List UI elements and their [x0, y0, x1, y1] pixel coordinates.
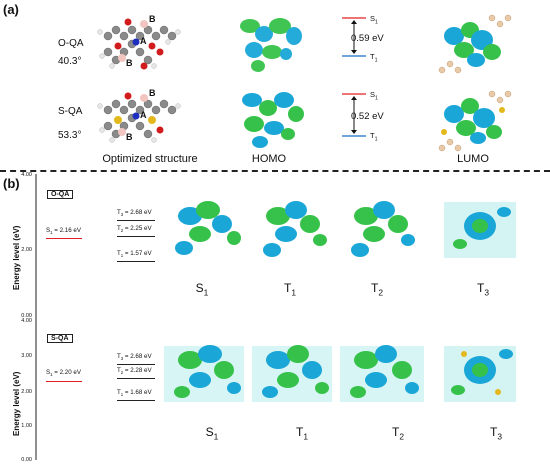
plot1-t1-orbital	[263, 201, 327, 257]
s-qa-lumo-orbital	[438, 90, 512, 152]
plot1-s1-value: S1 = 2.16 eV	[46, 227, 81, 236]
plot2-ytick-000: 0.00	[21, 457, 32, 463]
plot1-tag: O-QA	[47, 190, 74, 199]
plot1-t3-line	[117, 220, 155, 221]
plot2-t2-line	[117, 378, 155, 379]
plot1-t1-line	[117, 261, 155, 262]
section-divider	[0, 170, 550, 172]
o-qa-structure: B A B	[97, 14, 181, 70]
o-qa-s1-label: S1	[370, 14, 378, 26]
s-qa-atom-b2: B	[126, 132, 133, 142]
plot2-s1-orbital	[164, 345, 244, 402]
plot1-state-t3: T3	[476, 281, 489, 298]
o-qa-atom-b1: B	[149, 14, 156, 24]
plot1-t2-value: T2 = 2.25 eV	[117, 225, 152, 234]
s-qa-angle: 53.3°	[58, 130, 82, 141]
plot1-s1-line	[46, 238, 82, 239]
s-qa-t1-label: T1	[370, 131, 378, 143]
plot2-state-t2: T2	[391, 425, 404, 442]
o-qa-label: O-QA	[58, 38, 84, 49]
plot2-s1-value: S1 = 2.20 eV	[46, 369, 81, 378]
plot2-tag: S-QA	[47, 334, 73, 343]
panel-b-label: (b)	[3, 176, 20, 191]
plot2-ytick-100: 1.00	[21, 423, 32, 429]
plot1-transition-orbitals	[175, 201, 516, 258]
s-qa-gap-value: 0.52 eV	[351, 111, 384, 122]
plot2-state-t1: T1	[295, 425, 308, 442]
plot1-s1-orbital	[175, 201, 241, 255]
o-qa-gap-value: 0.59 eV	[351, 33, 384, 44]
plot2-t3-line	[117, 364, 155, 365]
plot2-ytick-300: 3.00	[21, 353, 32, 359]
s-qa-structure: B A B	[97, 88, 181, 143]
caption-lumo: LUMO	[457, 153, 489, 165]
s-qa-atom-b1: B	[149, 88, 156, 98]
plot2-ytick-400: 4.00	[21, 318, 32, 324]
s-qa-atom-a: A	[140, 110, 147, 120]
o-qa-angle: 40.3°	[58, 56, 82, 67]
o-qa-atom-a: A	[140, 36, 147, 46]
o-qa-t1-label: T1	[370, 52, 378, 64]
plot2-t3-orbital	[444, 346, 516, 402]
s-qa-label: S-QA	[58, 106, 83, 117]
o-qa-homo-orbital	[240, 18, 302, 72]
plot1-t3-value: T3 = 2.68 eV	[117, 209, 152, 218]
plot1-state-t2: T2	[370, 281, 383, 298]
s-qa-energy-levels	[342, 93, 366, 137]
caption-homo: HOMO	[251, 153, 287, 165]
plot1-t3-orbital	[444, 202, 516, 258]
plot2-ytick-200: 2.00	[21, 389, 32, 395]
plot2-t1-line	[117, 400, 155, 401]
plot2-t1-orbital	[252, 345, 332, 402]
plot2-t3-value: T3 = 2.68 eV	[117, 353, 152, 362]
plot1-ylabel: Energy level (eV)	[12, 225, 21, 290]
plot1-t2-orbital	[351, 201, 415, 257]
plot1-ytick-200: 2.00	[21, 247, 32, 253]
s-qa-homo-orbital	[242, 92, 304, 148]
plot2-t2-orbital	[340, 345, 424, 402]
plot2-transition-orbitals	[164, 345, 516, 402]
o-qa-lumo-orbital	[438, 14, 512, 74]
plot2-s1-line	[46, 381, 82, 382]
plot1-state-s1: S1	[195, 281, 209, 298]
caption-optimized-structure: Optimized structure	[102, 153, 198, 165]
s-qa-s1-label: S1	[370, 90, 378, 102]
plot2-state-s1: S1	[205, 425, 219, 442]
plot2-state-t3: T3	[489, 425, 502, 442]
panel-a-label: (a)	[3, 2, 19, 17]
y-axis	[35, 174, 37, 460]
plot1-t1-value: T1 = 1.57 eV	[117, 250, 152, 259]
plot1-t2-line	[117, 236, 155, 237]
plot2-t2-value: T2 = 2.28 eV	[117, 367, 152, 376]
plot1-state-t1: T1	[283, 281, 296, 298]
plot2-t1-value: T1 = 1.68 eV	[117, 389, 152, 398]
plot2-ylabel: Energy level (eV)	[12, 371, 21, 436]
plot1-ytick-000: 0.00	[21, 313, 32, 319]
o-qa-energy-levels	[342, 17, 366, 57]
o-qa-atom-b2: B	[126, 58, 133, 68]
plot1-ytick-400: 4.00	[21, 172, 32, 178]
